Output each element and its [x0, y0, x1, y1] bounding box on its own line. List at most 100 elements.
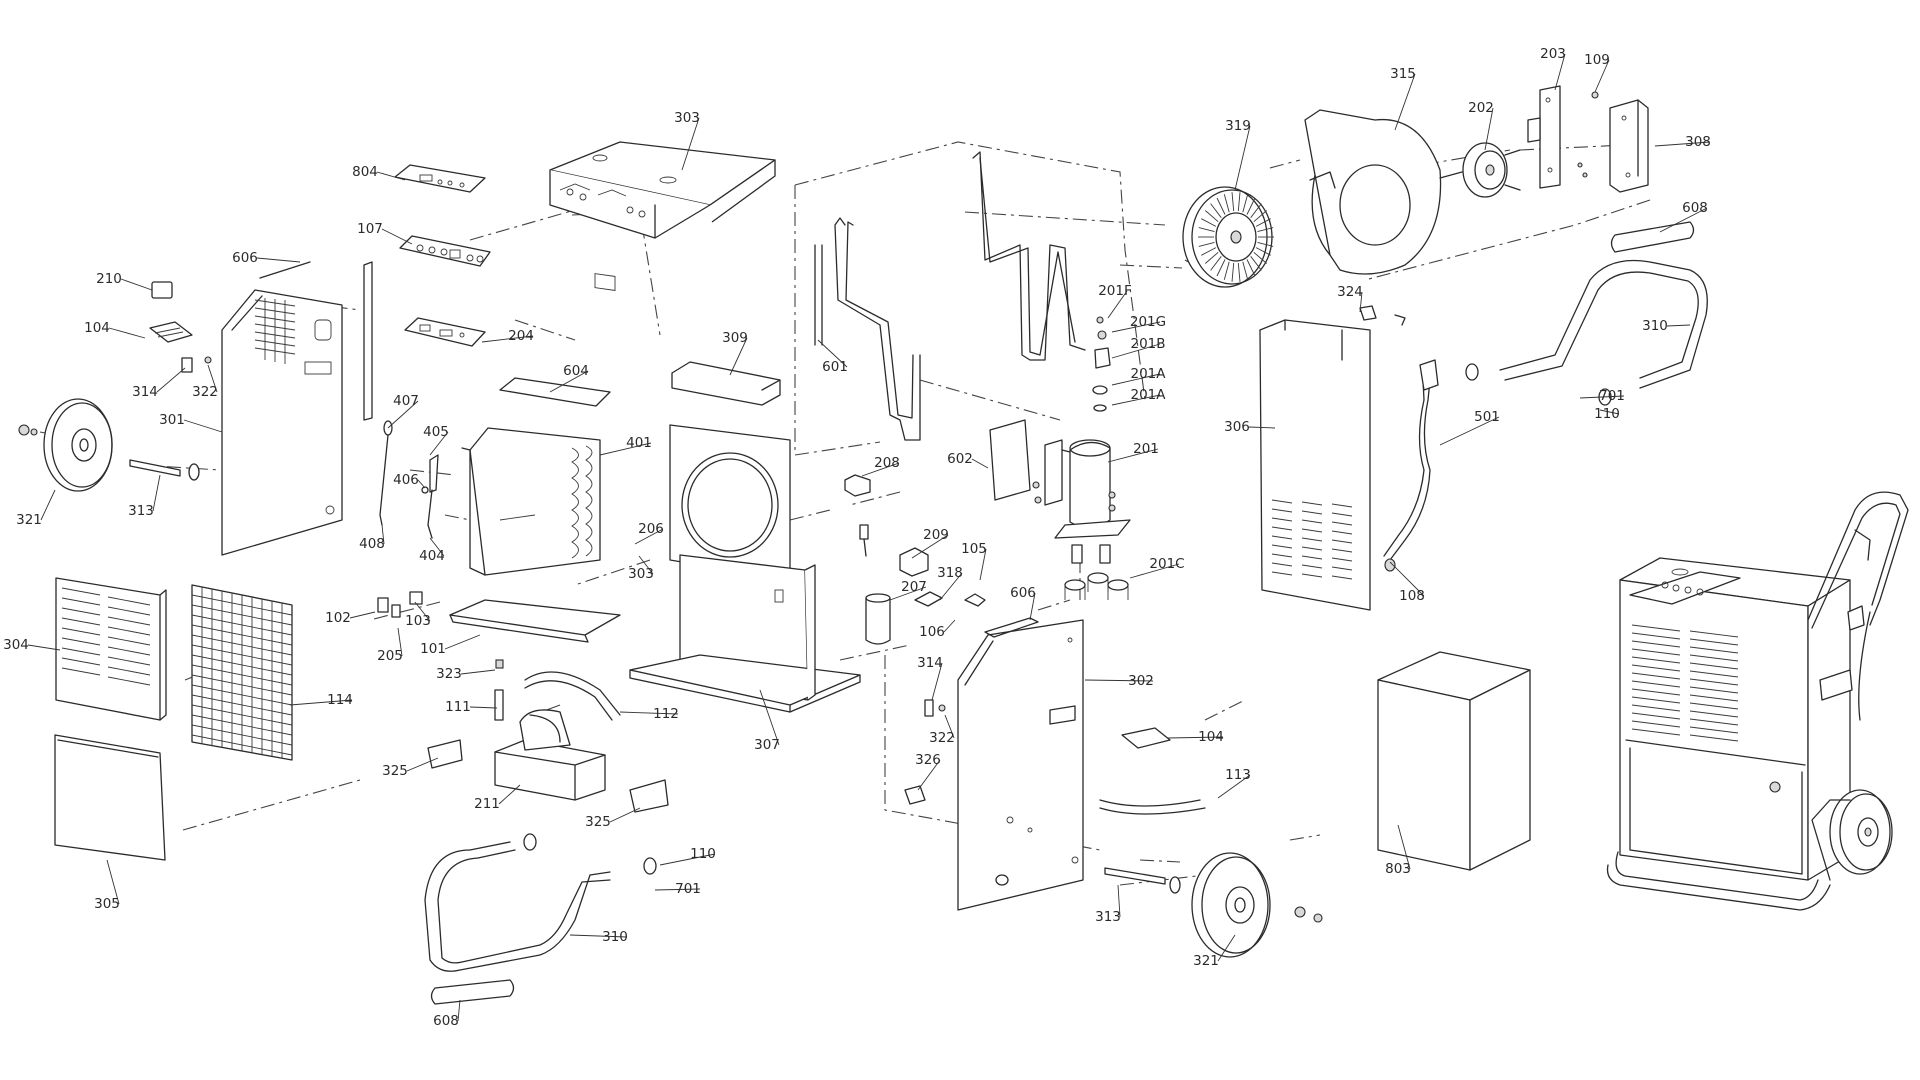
rear-vent-slot — [1301, 501, 1323, 506]
mesh-line-h13 — [191, 714, 293, 736]
parts-210-104-314-322 — [149, 281, 212, 373]
unit-vent-slot — [1689, 734, 1739, 742]
leader-line-p207 — [889, 586, 927, 601]
rear-vent-slot — [1331, 512, 1353, 517]
part-label-p601: 601 — [822, 359, 848, 375]
part-label-p206: 206 — [638, 521, 664, 537]
unit-vent-slot — [1689, 686, 1739, 694]
unit-vent-slot — [1631, 720, 1681, 728]
part-label-p201C: 201C — [1149, 556, 1184, 572]
leader-line-p307 — [759, 689, 780, 746]
leader-line-p318 — [939, 572, 963, 601]
rear-vent-slot — [1301, 528, 1323, 533]
part-label-p604: 604 — [563, 363, 589, 379]
blower-blade — [1198, 241, 1215, 247]
axle-313-left — [129, 459, 200, 481]
leader-line-p319 — [1234, 125, 1251, 191]
leader-line-p206 — [634, 528, 664, 545]
mesh-line-h12 — [191, 704, 293, 726]
blower-wheel-319 — [1182, 186, 1274, 288]
leader-line-p313b — [1117, 884, 1121, 918]
part-label-p313b: 313 — [1095, 909, 1121, 925]
part-label-p302: 302 — [1128, 673, 1154, 689]
part-label-p305: 305 — [94, 896, 120, 912]
leader-line-p303b — [638, 555, 654, 575]
gasket-606-right — [984, 617, 1039, 638]
part-label-p325a: 325 — [382, 763, 408, 779]
part-label-p211: 211 — [474, 796, 500, 812]
parts-105-318-106-314-322-326 — [904, 591, 986, 805]
part-label-p108: 108 — [1399, 588, 1425, 604]
part-label-p322b: 322 — [929, 730, 955, 746]
unit-vent-slot — [1631, 680, 1681, 688]
blower-blade — [1205, 210, 1219, 223]
leader-line-p201G — [1111, 321, 1161, 333]
leader-line-p210 — [120, 278, 153, 291]
leader-line-p324 — [1359, 291, 1363, 313]
part-label-p405: 405 — [423, 424, 449, 440]
mesh-line-h1 — [191, 594, 293, 616]
rear-vent-slot — [1271, 544, 1293, 549]
part-label-p318: 318 — [937, 565, 963, 581]
leader-line-p101 — [444, 634, 481, 650]
unit-vent-slot — [1631, 648, 1681, 656]
rear-vent-slot — [1271, 571, 1293, 576]
unit-vent-slot — [1689, 662, 1739, 670]
mesh-line-h10 — [191, 684, 293, 706]
assembly-guide-lines — [39, 141, 1651, 886]
leader-line-p104b — [1167, 736, 1224, 739]
part-label-p201A2: 201A — [1130, 387, 1166, 403]
blower-blade — [1253, 210, 1267, 223]
rear-vent-slot — [1301, 546, 1323, 551]
leader-line-p325a — [406, 757, 439, 772]
unit-vent-slot — [1689, 646, 1739, 654]
leader-line-p404 — [429, 537, 445, 557]
leader-line-p306 — [1248, 426, 1276, 429]
compressor-201 — [1032, 316, 1131, 600]
blower-blade — [1201, 247, 1217, 256]
handle-104-right — [1121, 727, 1171, 749]
leader-line-p606a — [256, 257, 301, 263]
gasket-606-left — [259, 261, 311, 279]
leader-line-p105 — [979, 548, 987, 581]
mounting-plate-308 — [1609, 99, 1649, 193]
leader-line-p309 — [729, 337, 748, 376]
part-label-p109: 109 — [1584, 52, 1610, 68]
mesh-line-h7 — [191, 654, 293, 676]
side-strip-301b — [363, 261, 373, 421]
part-label-p103: 103 — [405, 613, 431, 629]
part-label-p804: 804 — [352, 164, 378, 180]
leader-line-p608a — [457, 999, 461, 1022]
leader-line-p201B — [1111, 343, 1161, 359]
blower-blade — [1253, 251, 1267, 264]
pump-assembly-211 — [427, 659, 669, 813]
part-label-p303a: 303 — [674, 110, 700, 126]
part-label-p304: 304 — [3, 637, 29, 653]
blower-blade — [1250, 203, 1262, 218]
insulation-604 — [499, 377, 611, 407]
part-label-p201G: 201G — [1130, 314, 1166, 330]
side-panel-301 — [221, 289, 343, 556]
handle-310-right — [1465, 221, 1708, 406]
box-803 — [1377, 651, 1531, 871]
rear-vent-slot — [1331, 521, 1353, 526]
leader-line-p107 — [381, 228, 413, 245]
blower-blade — [1255, 218, 1271, 227]
rear-vent-slot — [1301, 537, 1323, 542]
part-label-p203: 203 — [1540, 46, 1566, 62]
part-label-p112: 112 — [653, 706, 679, 722]
leader-line-p313a — [152, 474, 161, 512]
leader-line-p201A2 — [1111, 394, 1161, 406]
part-label-p314a: 314 — [132, 384, 158, 400]
mesh-line-h4 — [191, 624, 293, 646]
part-label-p315: 315 — [1390, 66, 1416, 82]
leader-line-p701a — [654, 888, 701, 891]
mesh-line-h15 — [191, 734, 293, 756]
rear-vent-slot — [1271, 508, 1293, 513]
blower-blade — [1223, 194, 1230, 213]
part-label-p207: 207 — [901, 579, 927, 595]
unit-vent-slot — [1631, 640, 1681, 648]
control-board-107 — [399, 235, 491, 267]
